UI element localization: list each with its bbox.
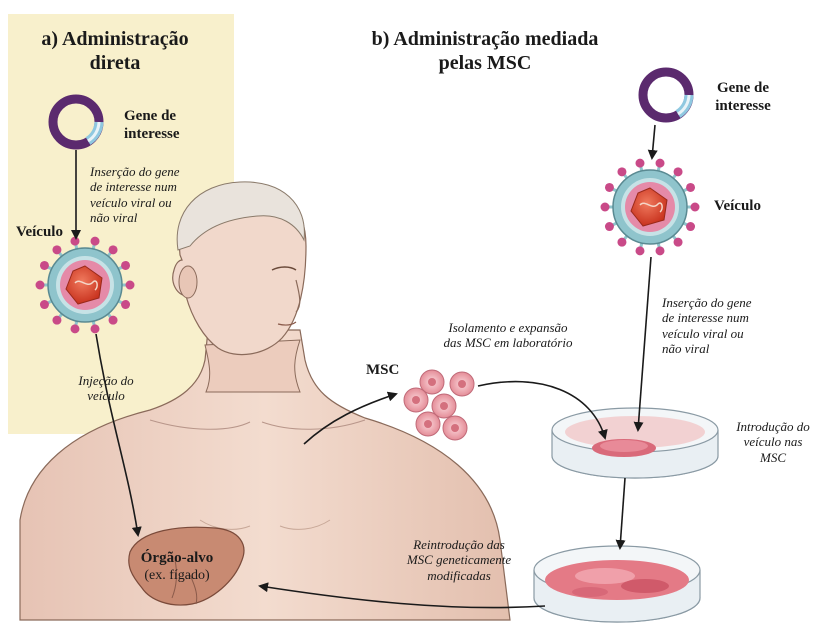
- insertion-note-b: Inserção do gene de interesse num veícul…: [662, 295, 752, 356]
- reintroduction-note: Reintrodução das MSC geneticamente modif…: [394, 537, 524, 583]
- virus-spike-tip: [121, 261, 130, 270]
- target-organ-example: (ex. fígado): [112, 568, 242, 585]
- insertion-note-b-line: não viral: [662, 341, 752, 356]
- virus-spike-tip: [635, 159, 644, 168]
- virus-spike-tip: [656, 246, 665, 255]
- gene-label-a-line1: Gene de: [124, 108, 180, 126]
- isolation-note-line: Isolamento e expansão: [418, 320, 598, 335]
- target-organ-name: Órgão-alvo: [112, 550, 242, 568]
- virus-spike-tip: [40, 300, 49, 309]
- virus-spike-tip: [126, 281, 135, 290]
- virus-spike-tip: [70, 324, 79, 333]
- msc-label: MSC: [366, 362, 399, 380]
- msc-cell: [443, 416, 467, 440]
- injection-note-line: veículo: [58, 388, 154, 403]
- insertion-note-a: Inserção do gene de interesse num veícul…: [90, 164, 180, 225]
- arrow-vehicle-to-dish: [638, 257, 651, 430]
- gene-label-b-line1: Gene de: [698, 80, 788, 98]
- insertion-note-a-line: Inserção do gene: [90, 164, 180, 179]
- vehicle-label-b: Veículo: [714, 198, 761, 216]
- insertion-note-a-line: não viral: [90, 210, 180, 225]
- reintroduction-note-line: MSC geneticamente: [394, 552, 524, 567]
- virus-spike-tip: [601, 203, 610, 212]
- virus-spike-tip: [691, 203, 700, 212]
- insertion-note-b-line: Inserção do gene: [662, 295, 752, 310]
- msc-cells: [404, 370, 474, 440]
- virus-spike-tip: [121, 300, 130, 309]
- virus-spike-tip: [686, 222, 695, 231]
- virus-spike-tip: [109, 316, 118, 325]
- virus-spike-tip: [91, 324, 100, 333]
- gene-label-b-line2: interesse: [698, 98, 788, 116]
- virus-spike-tip: [109, 245, 118, 254]
- introduction-note-line: MSC: [728, 450, 818, 465]
- virus-spike-tip: [674, 167, 683, 176]
- vehicle-label-a: Veículo: [16, 224, 63, 242]
- virus-spike-tip: [605, 222, 614, 231]
- virus-spike-tip: [36, 281, 45, 290]
- msc-cell: [450, 372, 474, 396]
- panel-b-title-line2: pelas MSC: [330, 52, 640, 76]
- plasmid-b: [643, 72, 689, 118]
- virus-spike-tip: [635, 246, 644, 255]
- isolation-note: Isolamento e expansão das MSC em laborat…: [418, 320, 598, 351]
- virus-spike-tip: [617, 167, 626, 176]
- petri-dish-1: [552, 408, 718, 478]
- reintroduction-note-line: modificadas: [394, 568, 524, 583]
- reintroduction-note-line: Reintrodução das: [394, 537, 524, 552]
- isolation-note-line: das MSC em laboratório: [418, 335, 598, 350]
- panel-a-title-line1: a) Administração: [20, 28, 210, 52]
- introduction-note-line: Introdução do: [728, 419, 818, 434]
- insertion-note-b-line: veículo viral ou: [662, 326, 752, 341]
- virus-spike-tip: [91, 237, 100, 246]
- panel-b-title-line1: b) Administração mediada: [330, 28, 640, 52]
- panel-a-title: a) Administração direta: [20, 28, 210, 75]
- arrow-dish1-to-dish2: [620, 478, 625, 548]
- virus-spike-tip: [605, 183, 614, 192]
- virus-spike-tip: [40, 261, 49, 270]
- introduction-note: Introdução do veículo nas MSC: [728, 419, 818, 465]
- virus-spike-tip: [52, 245, 61, 254]
- virus-b: [601, 159, 700, 256]
- virus-spike-tip: [686, 183, 695, 192]
- gene-label-a-line2: interesse: [124, 126, 180, 144]
- target-organ-label: Órgão-alvo (ex. fígado): [112, 550, 242, 584]
- virus-spike-tip: [617, 238, 626, 247]
- injection-note: Injeção do veículo: [58, 373, 154, 404]
- insertion-note-a-line: veículo viral ou: [90, 195, 180, 210]
- virus-spike-tip: [656, 159, 665, 168]
- virus-spike-tip: [674, 238, 683, 247]
- insertion-note-b-line: de interesse num: [662, 310, 752, 325]
- panel-b-title: b) Administração mediada pelas MSC: [330, 28, 640, 75]
- introduction-note-line: veículo nas: [728, 434, 818, 449]
- virus-spike-tip: [52, 316, 61, 325]
- arrow-gene-to-vehicle-b: [652, 125, 655, 158]
- panel-a-title-line2: direta: [20, 52, 210, 76]
- msc-cell: [404, 388, 428, 412]
- petri-dish-2: [534, 546, 700, 622]
- injection-note-line: Injeção do: [58, 373, 154, 388]
- gene-label-a: Gene de interesse: [124, 108, 180, 143]
- msc-cell: [416, 412, 440, 436]
- virus-spike-tip: [70, 237, 79, 246]
- insertion-note-a-line: de interesse num: [90, 179, 180, 194]
- gene-label-b: Gene de interesse: [698, 80, 788, 115]
